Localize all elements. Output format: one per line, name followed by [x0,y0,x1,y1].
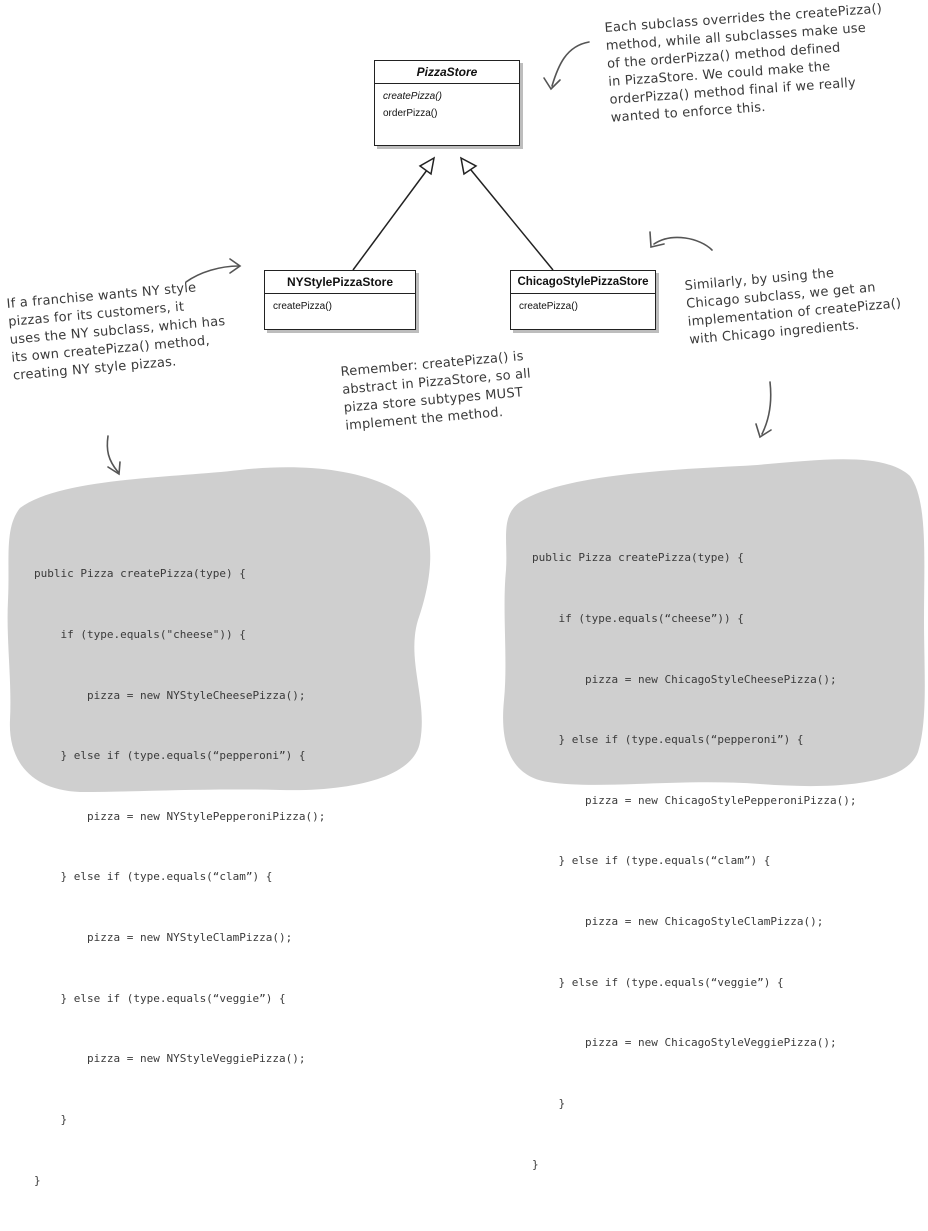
diagram-canvas: PizzaStore createPizza() orderPizza() NY… [6,1,925,1187]
code-line: } [34,1173,41,1187]
ny-inheritance-arrowhead [418,156,436,176]
code-line: pizza = new NYStyleCheesePizza(); [34,688,306,702]
code-blobs-layer [7,459,925,792]
chicago-code-blob [503,459,925,787]
right-note-arrowhead [649,231,665,248]
pizzastore-method-createpizza: createPizza() [383,91,442,102]
code-line: } else if (type.equals(“clam”) { [532,854,771,868]
left-down-arrow [106,435,119,473]
pizzastore-class-box: PizzaStore createPizza() orderPizza() [374,60,520,146]
note-ny-franchise: If a franchise wants NY style pizzas for… [6,277,229,385]
code-line: pizza = new ChicagoStyleCheesePizza(); [532,672,837,686]
code-line: } [532,1096,566,1110]
nystylepizzastore-method-createpizza: createPizza() [273,301,332,312]
chicagostylepizzastore-class-name: ChicagoStylePizzaStore [511,271,655,294]
code-line: pizza = new ChicagoStylePepperoniPizza()… [532,793,857,807]
nystylepizzastore-class-box: NYStylePizzaStore createPizza() [264,270,416,330]
code-line: } else if (type.equals(“veggie”) { [532,975,784,989]
code-line: pizza = new ChicagoStyleClamPizza(); [532,915,824,929]
code-line: pizza = new NYStyleVeggiePizza(); [34,1052,306,1066]
right-down-arrowhead [755,423,772,439]
right-note-arrow [653,236,713,251]
top-note-arrow [551,41,590,87]
chicago-inheritance-line [470,169,554,271]
chicagostylepizzastore-methods: createPizza() [511,294,655,319]
pizzastore-methods: createPizza() orderPizza() [375,84,519,126]
chicago-createpizza-code: public Pizza createPizza(type) { if (typ… [532,508,857,1215]
code-line: } else if (type.equals(“veggie”) { [34,991,286,1005]
chicagostylepizzastore-method-createpizza: createPizza() [519,301,578,312]
right-down-arrow [761,381,772,435]
ny-inheritance-line [352,169,428,271]
code-line: pizza = new NYStyleClamPizza(); [34,931,293,945]
code-line: public Pizza createPizza(type) { [532,551,744,565]
left-down-arrowhead [107,461,121,476]
code-line: } [532,1157,539,1171]
top-note-arrowhead [543,77,561,91]
nystylepizzastore-class-name: NYStylePizzaStore [265,271,415,294]
connectors-layer [106,41,772,476]
note-subclass-overrides: Each subclass overrides the createPizza(… [604,1,889,128]
code-line: if (type.equals("cheese")) { [34,628,246,642]
ny-code-blob [7,467,431,792]
code-line: pizza = new ChicagoStyleVeggiePizza(); [532,1036,837,1050]
ny-createpizza-code: public Pizza createPizza(type) { if (typ… [34,524,325,1231]
code-line: } else if (type.equals(“clam”) { [34,870,273,884]
code-line: } [34,1112,68,1126]
chicagostylepizzastore-class-box: ChicagoStylePizzaStore createPizza() [510,270,656,330]
chicago-inheritance-arrowhead [459,156,478,176]
code-line: } else if (type.equals(“pepperoni”) { [34,749,306,763]
nystylepizzastore-methods: createPizza() [265,294,415,319]
left-note-arrowhead [229,258,242,274]
code-line: if (type.equals(“cheese”)) { [532,612,744,626]
code-line: pizza = new NYStylePepperoniPizza(); [34,809,326,823]
pizzastore-method-orderpizza: orderPizza() [383,108,438,119]
code-line: public Pizza createPizza(type) { [34,567,246,581]
code-line: } else if (type.equals(“pepperoni”) { [532,733,804,747]
left-note-arrow [185,265,240,283]
pizzastore-class-name: PizzaStore [375,61,519,84]
